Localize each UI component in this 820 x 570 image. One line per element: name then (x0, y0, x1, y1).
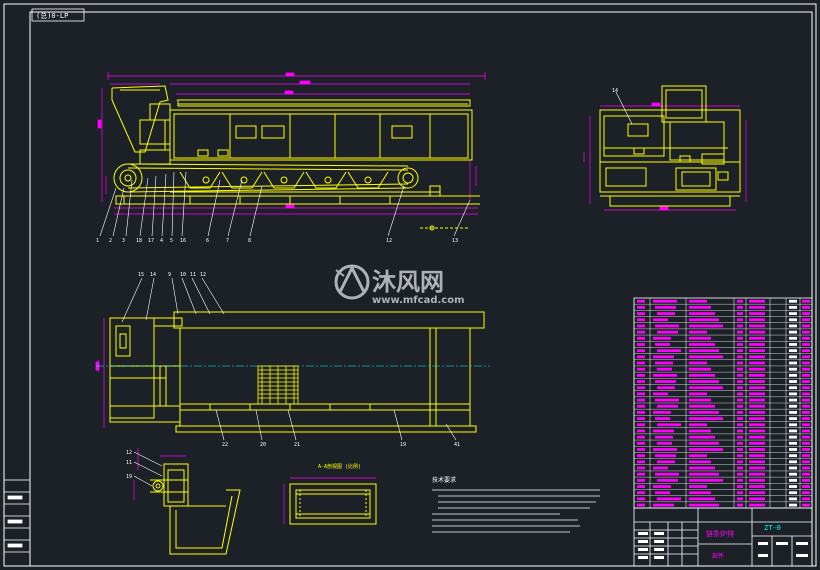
side-elevation-view: 14 (583, 85, 747, 211)
left-margin-table (3, 479, 31, 567)
callout-plan-bot-2: 21 (294, 442, 300, 448)
callout-front-7: 16 (180, 238, 186, 244)
section-geometry (289, 483, 377, 525)
section-label: A-A剖视图 (比例) (318, 463, 361, 470)
watermark: 沐风网 www.mfcad.com (334, 264, 465, 306)
detail-view: 12 11 19 (126, 448, 241, 555)
callout-plan-bot-1: 20 (260, 442, 266, 448)
grate-hatch (257, 365, 299, 405)
callout-front-3: 18 (136, 238, 142, 244)
side-leader (615, 91, 633, 125)
callout-front-5: 4 (160, 238, 163, 244)
callout-front-1: 2 (109, 238, 112, 244)
drawing-number: ZT-0 (764, 524, 781, 532)
drawing-name: 链条炉排 (706, 529, 734, 538)
callout-detail-0: 12 (126, 450, 132, 456)
plan-geometry (109, 311, 485, 433)
sheet-tag-text: (总)0-LP (36, 11, 68, 20)
callout-plan-top-0: 15 (138, 272, 144, 278)
callout-front-4: 17 (148, 238, 154, 244)
front-elevation-view: 1 2 3 18 17 4 5 16 6 7 8 12 13 (96, 72, 486, 244)
callout-front-10: 8 (248, 238, 251, 244)
plan-callout-labels: 15 14 9 10 11 12 22 20 21 19 41 (138, 272, 460, 448)
boiler-casing (169, 99, 473, 161)
plan-view: 15 14 9 10 11 12 22 20 21 19 41 (95, 272, 490, 448)
callout-front-11: 12 (386, 238, 392, 244)
callout-plan-top-2: 9 (168, 272, 171, 278)
callout-plan-top-3: 10 (180, 272, 186, 278)
callout-front-0: 1 (96, 238, 99, 244)
technical-notes: 技术要求 (432, 476, 600, 533)
callout-plan-top-5: 12 (200, 272, 206, 278)
air-chambers (170, 171, 440, 193)
section-dimensions (283, 477, 376, 524)
title-block-grid (633, 507, 813, 567)
plan-leaders (121, 277, 457, 441)
front-callout-labels: 1 2 3 18 17 4 5 16 6 7 8 12 13 (96, 238, 458, 244)
callout-front-9: 7 (226, 238, 229, 244)
base-frame (115, 185, 480, 231)
callout-detail-1: 11 (126, 460, 132, 466)
watermark-url: www.mfcad.com (372, 295, 465, 306)
callout-plan-bot-4: 41 (454, 442, 460, 448)
callout-front-6: 5 (170, 238, 173, 244)
callout-detail-2: 19 (126, 474, 132, 480)
callout-front-12: 13 (452, 238, 458, 244)
detail-dimensions (133, 448, 186, 500)
callout-side-0: 14 (612, 88, 618, 94)
detail-callout-labels: 12 11 19 (126, 450, 132, 480)
callout-plan-bot-0: 22 (222, 442, 228, 448)
section-detail: A-A剖视图 (比例) (283, 463, 377, 525)
title-block-fills (638, 532, 808, 559)
watermark-brand: 沐风网 (372, 268, 444, 296)
callout-plan-bot-3: 19 (400, 442, 406, 448)
front-dimensions (97, 72, 486, 215)
notes-heading: 技术要求 (432, 476, 456, 484)
title-block: 链条炉排 部件 ZT-0 (633, 507, 813, 567)
callout-plan-top-4: 11 (190, 272, 196, 278)
watermark-logo-icon (334, 264, 370, 300)
callout-plan-top-1: 14 (150, 272, 156, 278)
side-geometry (599, 85, 741, 207)
notes-lines (432, 489, 600, 533)
plan-dimensions (95, 318, 105, 428)
sheet-type: 部件 (712, 552, 724, 560)
chain-grate (113, 149, 419, 193)
callout-front-2: 3 (122, 238, 125, 244)
front-leaders (99, 171, 471, 237)
sheet-border (3, 3, 817, 567)
detail-geometry (150, 463, 241, 555)
hopper (111, 85, 171, 153)
sheet-tag: (总)0-LP (31, 8, 85, 22)
callout-front-8: 6 (206, 238, 209, 244)
parts-list (633, 297, 813, 509)
detail-leaders (133, 451, 163, 487)
